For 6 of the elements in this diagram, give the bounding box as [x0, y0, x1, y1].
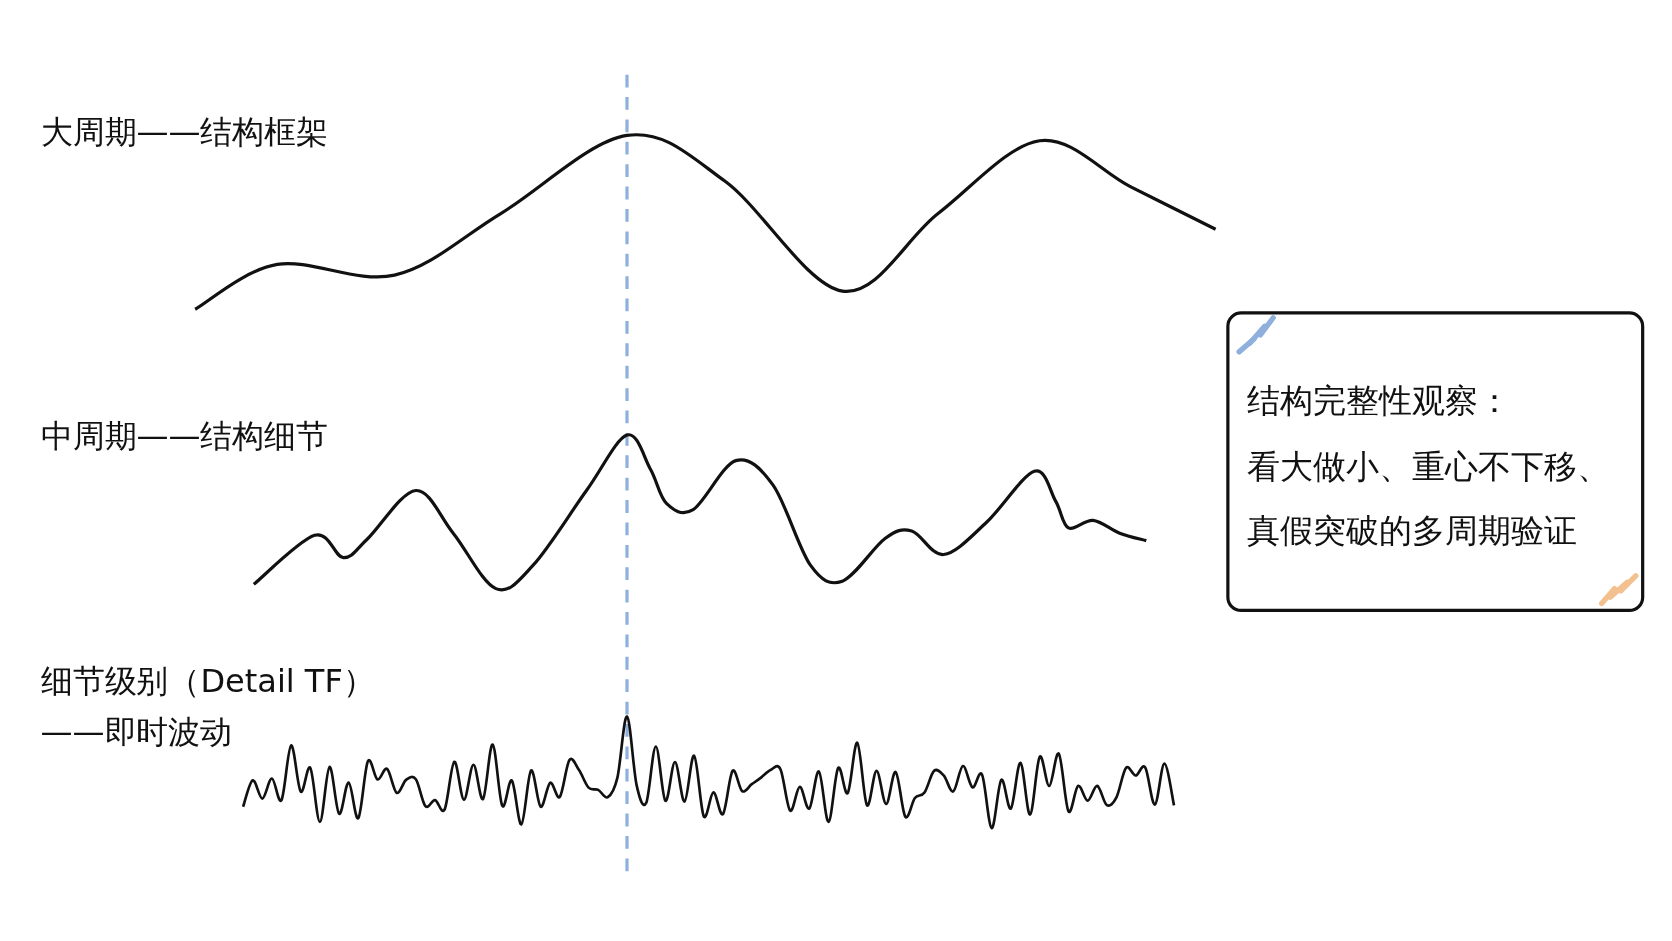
section-label: 大周期——结构框架 — [40, 112, 329, 153]
note-text: 看大做小、重心不下移、真假突破的多周期验证 — [1246, 445, 1612, 552]
section-label: 中周期——结构细节 — [40, 415, 329, 457]
note-card — [1226, 311, 1645, 613]
note-heading: 结构完整性观察： — [1246, 379, 1511, 422]
section-label: 细节级别（Detail TF）——即时波动 — [40, 661, 376, 753]
